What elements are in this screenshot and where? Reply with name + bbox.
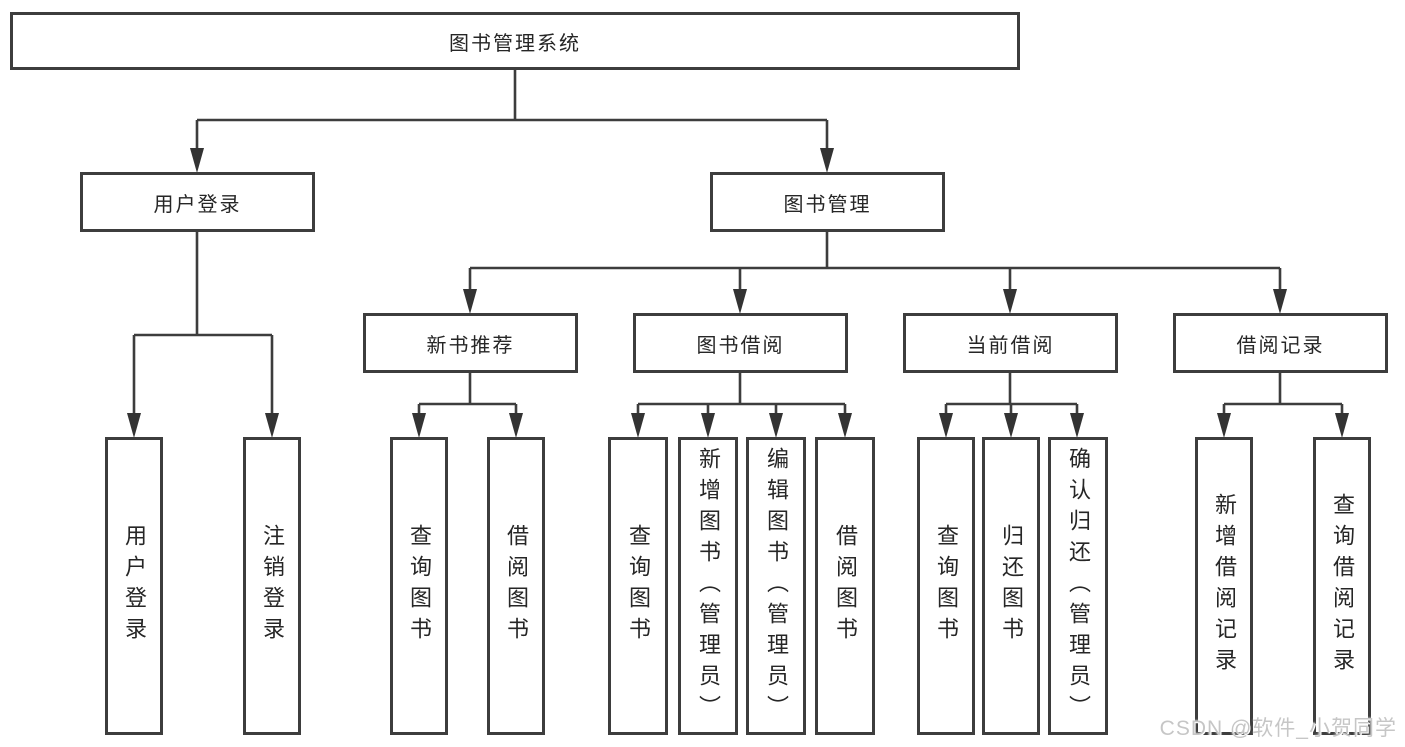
leaf-edit-book-admin-label: 编辑图书（管理员） [764, 446, 789, 726]
leaf-return-book: 归还图书 [982, 437, 1040, 735]
leaf-logout: 注销登录 [243, 437, 301, 735]
node-system-root: 图书管理系统 [10, 12, 1020, 70]
leaf-return-book-label: 归还图书 [999, 524, 1024, 648]
node-book-management: 图书管理 [710, 172, 945, 232]
node-book-borrow: 图书借阅 [633, 313, 848, 373]
node-new-book-recommend: 新书推荐 [363, 313, 578, 373]
leaf-query-book-1: 查询图书 [390, 437, 448, 735]
csdn-watermark: CSDN @软件_小贺同学 [1159, 717, 1397, 740]
leaf-borrow-book-2-label: 借阅图书 [833, 524, 858, 648]
leaf-borrow-book-2: 借阅图书 [815, 437, 875, 735]
node-current-borrow-label: 当前借阅 [966, 334, 1055, 357]
node-book-borrow-label: 图书借阅 [696, 334, 785, 357]
node-current-borrow: 当前借阅 [903, 313, 1118, 373]
leaf-add-book-admin: 新增图书（管理员） [678, 437, 738, 735]
leaf-confirm-return-admin: 确认归还（管理员） [1048, 437, 1108, 735]
node-system-root-label: 图书管理系统 [449, 32, 581, 55]
leaf-confirm-return-admin-label: 确认归还（管理员） [1066, 446, 1091, 726]
leaf-edit-book-admin: 编辑图书（管理员） [746, 437, 806, 735]
node-borrow-records-label: 借阅记录 [1236, 334, 1325, 357]
leaf-borrow-book-1: 借阅图书 [487, 437, 545, 735]
leaf-query-borrow-record: 查询借阅记录 [1313, 437, 1371, 735]
leaf-add-borrow-record-label: 新增借阅记录 [1212, 493, 1237, 679]
leaf-logout-label: 注销登录 [260, 524, 285, 648]
leaf-query-book-2: 查询图书 [608, 437, 668, 735]
node-user-login: 用户登录 [80, 172, 315, 232]
leaf-query-book-2-label: 查询图书 [626, 524, 651, 648]
leaf-add-book-admin-label: 新增图书（管理员） [696, 446, 721, 726]
node-new-book-recommend-label: 新书推荐 [426, 334, 515, 357]
leaf-add-borrow-record: 新增借阅记录 [1195, 437, 1253, 735]
leaf-query-book-3: 查询图书 [917, 437, 975, 735]
arrowhead-icons [127, 148, 1349, 438]
leaf-user-login-label: 用户登录 [122, 524, 147, 648]
node-borrow-records: 借阅记录 [1173, 313, 1388, 373]
leaf-query-book-1-label: 查询图书 [407, 524, 432, 648]
node-user-login-label: 用户登录 [153, 193, 242, 216]
leaf-borrow-book-1-label: 借阅图书 [504, 524, 529, 648]
leaf-user-login: 用户登录 [105, 437, 163, 735]
leaf-query-book-3-label: 查询图书 [934, 524, 959, 648]
leaf-query-borrow-record-label: 查询借阅记录 [1330, 493, 1355, 679]
node-book-management-label: 图书管理 [783, 193, 872, 216]
